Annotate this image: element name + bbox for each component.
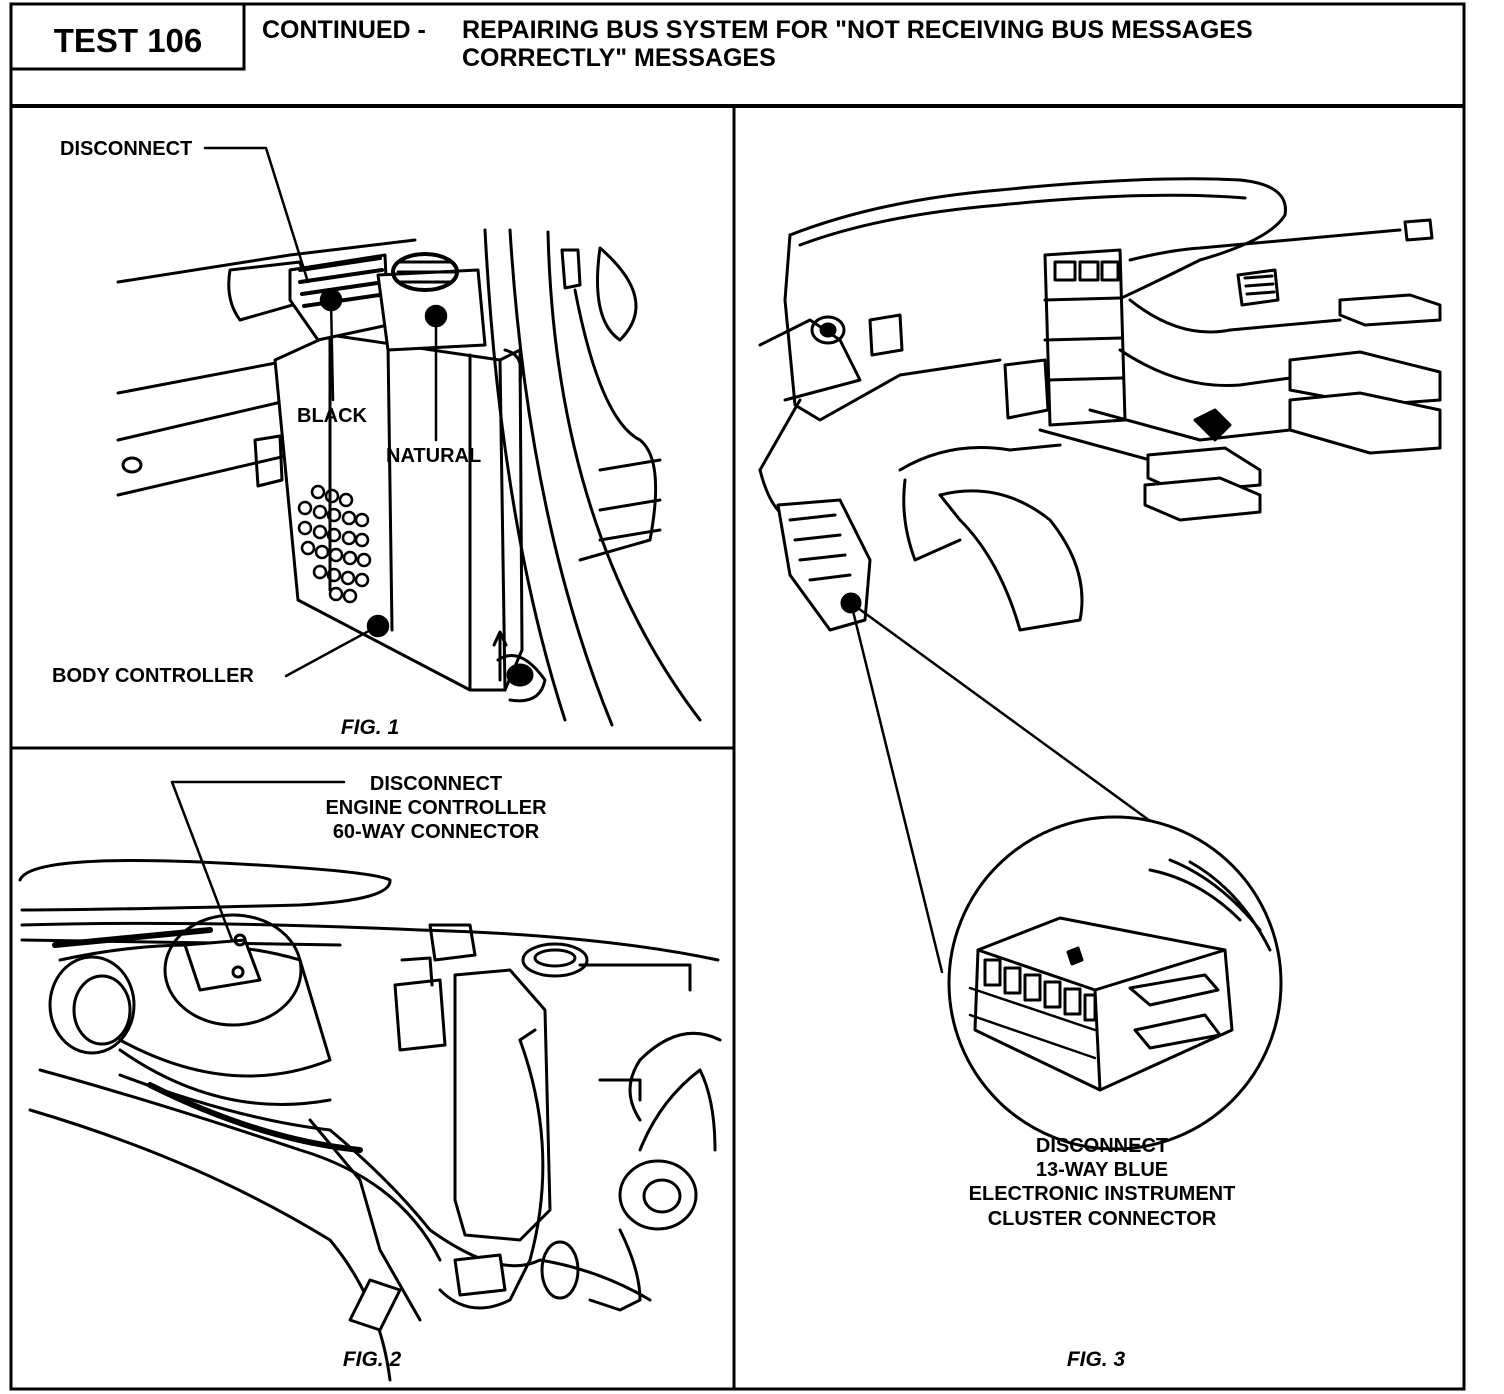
- fig2-illustration: [18, 780, 722, 1382]
- fig2-callout-line2: ENGINE CONTROLLER: [325, 797, 547, 819]
- fig1-labels: DISCONNECT BLACK NATURAL BODY CONTROLLER…: [52, 138, 481, 739]
- headlamp-unit: [618, 1159, 698, 1231]
- fig2-callout-line3: 60-WAY CONNECTOR: [333, 821, 540, 843]
- fig3-callout-line2: 13-WAY BLUE: [1036, 1159, 1168, 1181]
- fig2-labels: DISCONNECT ENGINE CONTROLLER 60-WAY CONN…: [325, 773, 547, 1371]
- module-top: [1403, 218, 1434, 242]
- fig1-leaders: [203, 146, 448, 678]
- engine-controller-outline: [163, 913, 303, 1027]
- label-natural: NATURAL: [386, 445, 481, 467]
- header-text: TEST 106 CONTINUED - REPAIRING BUS SYSTE…: [54, 16, 1253, 72]
- module-3: [1288, 391, 1442, 455]
- title-line-1: REPAIRING BUS SYSTEM FOR "NOT RECEIVING …: [462, 16, 1253, 44]
- fig3-caption: FIG. 3: [1067, 1348, 1126, 1371]
- fig3-labels: DISCONNECT 13-WAY BLUE ELECTRONIC INSTRU…: [969, 1135, 1236, 1371]
- steering-column-cover: [938, 489, 1084, 632]
- label-black: BLACK: [297, 405, 368, 427]
- module-1: [1338, 293, 1442, 327]
- fig1-illustration: [116, 146, 702, 727]
- vent-holes: [297, 484, 372, 604]
- fig3-callout-line1: DISCONNECT: [1036, 1135, 1168, 1157]
- module-2: [1288, 350, 1442, 407]
- label-body-controller: BODY CONTROLLER: [52, 665, 254, 687]
- fig3-callout-line3: ELECTRONIC INSTRUMENT: [969, 1183, 1236, 1205]
- enlarged-13-way-connector: [973, 916, 1234, 1092]
- title-line-2: CORRECTLY" MESSAGES: [462, 44, 776, 72]
- air-cleaner-can: [48, 955, 136, 1055]
- module-5: [1143, 476, 1262, 522]
- test-number: TEST 106: [54, 22, 203, 59]
- fig2-callout-line1: DISCONNECT: [370, 773, 502, 795]
- fig1-caption: FIG. 1: [341, 716, 399, 739]
- fig3-callout-line4: CLUSTER CONNECTOR: [988, 1208, 1217, 1230]
- panel-frames: [9, 2, 1466, 1391]
- label-disconnect-fig1: DISCONNECT: [60, 138, 192, 160]
- fig2-leader: [170, 780, 346, 942]
- fig2-caption: FIG. 2: [343, 1348, 402, 1371]
- fig3-illustration: [758, 177, 1442, 1151]
- title-prefix: CONTINUED -: [262, 16, 426, 44]
- coolant-reservoir: [453, 968, 552, 1242]
